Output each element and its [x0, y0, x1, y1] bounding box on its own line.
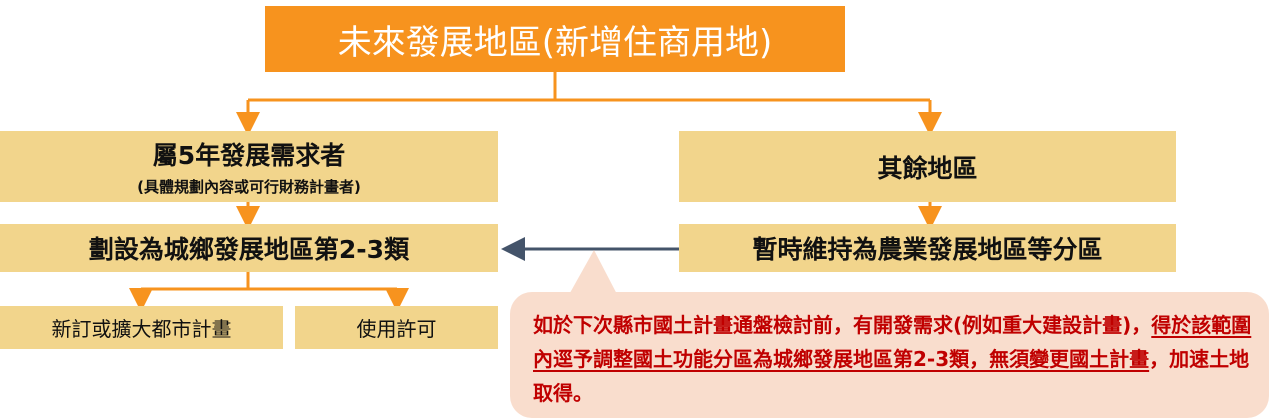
title-connector: [248, 72, 930, 102]
other-areas-heading: 其餘地區: [877, 153, 978, 183]
urban-plan-box: 新訂或擴大都市計畫: [0, 306, 283, 349]
callout-text: 如於下次縣市國土計畫通盤檢討前，有開發需求(例如重大建設計畫)，得於該範圍內逕予…: [533, 308, 1258, 410]
five-year-demand-box: 屬5年發展需求者 (具體規劃內容或可行財務計畫者): [0, 131, 498, 202]
agricultural-box: 暫時維持為農業發展地區等分區: [679, 224, 1176, 272]
five-year-heading: 屬5年發展需求者: [152, 141, 346, 170]
other-areas-box: 其餘地區: [679, 131, 1176, 202]
future-development-title: 未來發展地區(新增住商用地): [265, 6, 845, 72]
urban-rural-text: 劃設為城鄉發展地區第2-3類: [88, 235, 410, 264]
callout-pointer: [566, 250, 620, 300]
five-year-subheading: (具體規劃內容或可行財務計畫者): [137, 178, 361, 196]
callout-part3: ，加速土地取得。: [533, 347, 1250, 405]
callout-box: [510, 292, 1269, 418]
callout-part1: 如於下次縣市國土計畫通盤檢討前，有開發需求(例如重大建設計畫)，: [533, 313, 1152, 337]
use-permit-text: 使用許可: [356, 317, 437, 341]
urban-plan-text: 新訂或擴大都市計畫: [51, 317, 232, 341]
callout-underlined: 得於該範圍內逕予調整國土功能分區為城鄉發展地區第2-3類，無須變更國土計畫: [533, 313, 1252, 371]
urban-rural-box: 劃設為城鄉發展地區第2-3類: [0, 224, 498, 272]
use-permit-box: 使用許可: [295, 306, 498, 349]
title-text: 未來發展地區(新增住商用地): [337, 22, 773, 63]
agricultural-text: 暫時維持為農業發展地區等分區: [752, 235, 1103, 264]
